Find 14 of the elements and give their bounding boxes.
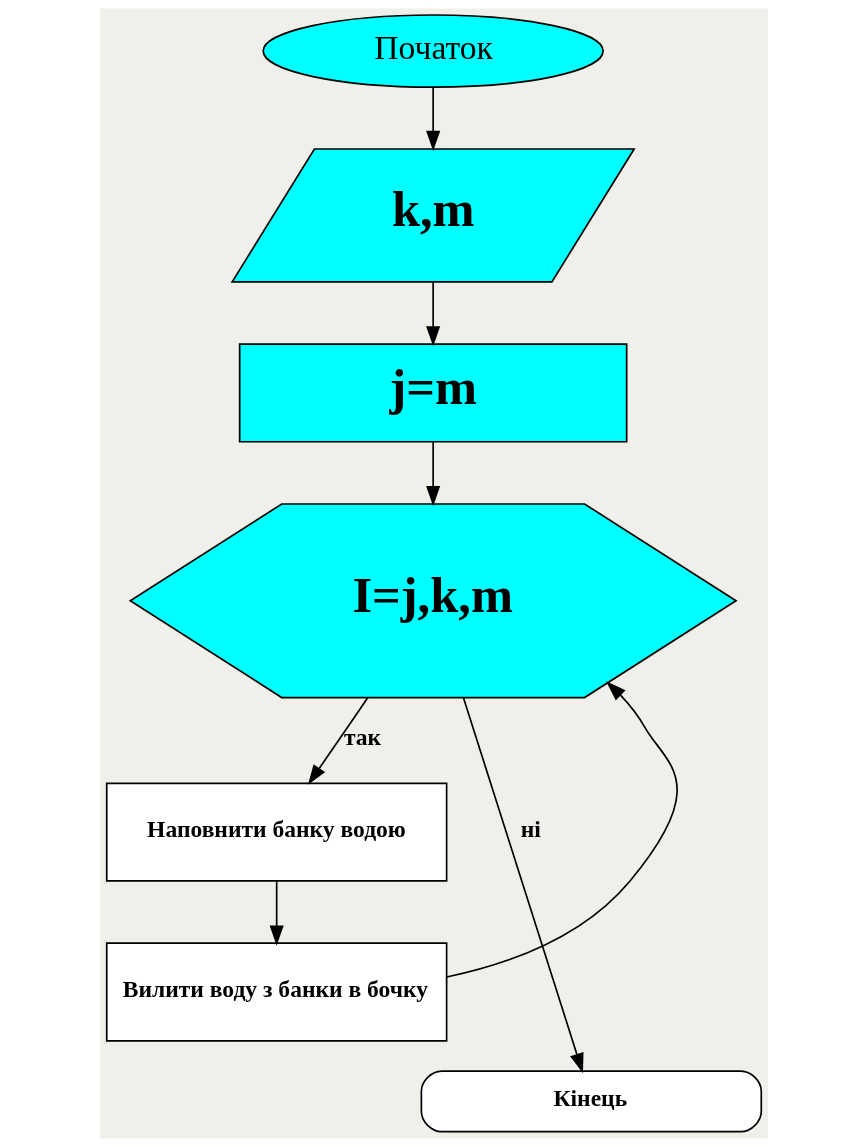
edge-label: так <box>343 723 382 750</box>
arrow <box>445 681 678 978</box>
arrow <box>308 697 369 785</box>
node-box: Наповнити банку водою <box>105 782 448 882</box>
node-box: j=m <box>238 343 628 443</box>
arrow <box>426 86 441 151</box>
node-box: Вилити воду з банки в бочку <box>105 942 448 1042</box>
arrow <box>426 441 441 507</box>
arrow <box>426 281 441 347</box>
arrow <box>462 696 584 1074</box>
node-ellipse: Початок <box>262 14 604 88</box>
node-box: Кінець <box>420 1070 763 1133</box>
arrow <box>269 880 284 946</box>
edge-label: ні <box>520 815 541 842</box>
